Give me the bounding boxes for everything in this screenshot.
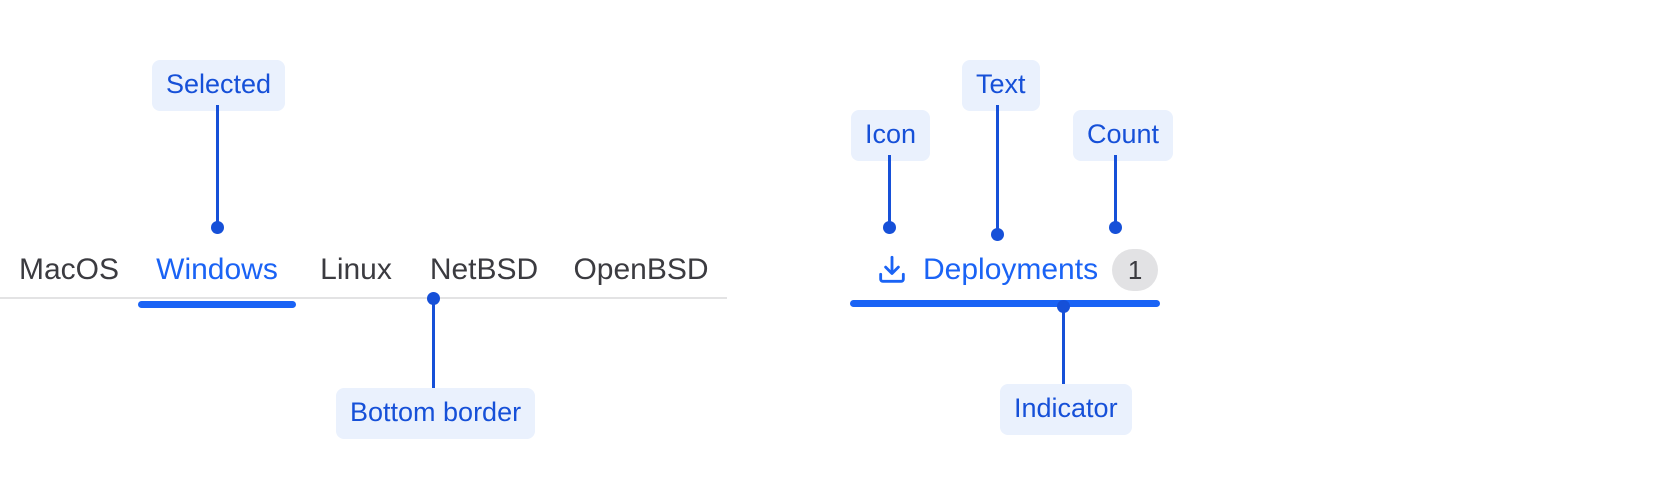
- tab-deployments-label: Deployments: [923, 253, 1099, 286]
- leader-dot-selected: [211, 221, 224, 234]
- leader-line-count: [1114, 155, 1117, 227]
- tabstrip-left: MacOS Windows Linux NetBSD OpenBSD: [0, 243, 727, 308]
- count-badge: 1: [1112, 249, 1159, 291]
- leader-line-icon: [888, 155, 891, 227]
- tab-linux-label: Linux: [320, 253, 392, 286]
- tab-deployments[interactable]: Deployments 1: [850, 243, 1160, 307]
- leader-dot-text: [991, 228, 1004, 241]
- tab-openbsd-label: OpenBSD: [573, 253, 709, 286]
- tab-deployments-indicator: [850, 300, 1160, 307]
- callout-count: Count: [1073, 110, 1174, 161]
- callout-bottom-border: Bottom border: [336, 388, 536, 439]
- callout-indicator: Indicator: [1000, 384, 1132, 435]
- tabstrip-bottom-border: [0, 297, 727, 299]
- download-icon: [875, 253, 909, 287]
- leader-line-selected: [216, 105, 219, 227]
- leader-dot-bottom-border: [427, 292, 440, 305]
- leader-line-bottom-border: [432, 300, 435, 388]
- leader-line-text: [996, 105, 999, 233]
- tab-macos-label: MacOS: [18, 253, 120, 286]
- callout-icon: Icon: [851, 110, 931, 161]
- tab-windows-indicator: [138, 301, 296, 308]
- tab-windows-label: Windows: [156, 253, 278, 286]
- tab-macos[interactable]: MacOS: [4, 243, 134, 297]
- callout-selected: Selected: [152, 60, 286, 111]
- tab-netbsd-label: NetBSD: [429, 253, 539, 286]
- tab-netbsd[interactable]: NetBSD: [416, 243, 552, 297]
- leader-line-indicator: [1062, 306, 1065, 384]
- leader-dot-count: [1109, 221, 1122, 234]
- tab-linux[interactable]: Linux: [300, 243, 412, 297]
- callout-text: Text: [962, 60, 1040, 111]
- tab-openbsd[interactable]: OpenBSD: [560, 243, 722, 297]
- leader-dot-icon: [883, 221, 896, 234]
- tab-windows[interactable]: Windows: [138, 243, 296, 308]
